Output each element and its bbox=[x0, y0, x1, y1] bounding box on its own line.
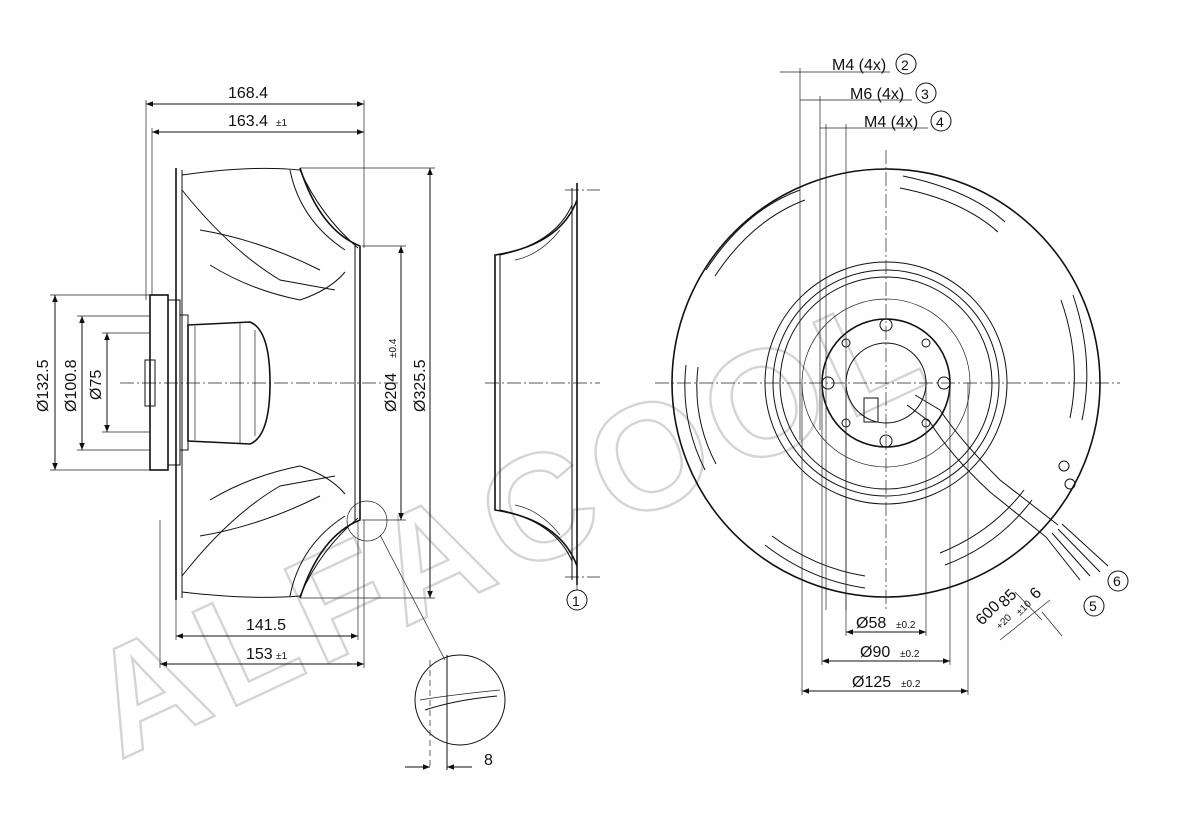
depth-153-tol: ±1 bbox=[276, 651, 287, 662]
detail-value-label: 8 bbox=[484, 752, 493, 769]
d90-label: Ø90 bbox=[860, 644, 890, 661]
d125-tol: ±0.2 bbox=[901, 679, 921, 690]
side-view: 168.4 163.4 ±1 Ø132.5 Ø100.8 Ø75 Ø204 ±0… bbox=[35, 85, 506, 770]
d325-label: Ø325.5 bbox=[412, 359, 429, 412]
d132-label: Ø132.5 bbox=[35, 359, 52, 412]
d204-label: Ø204 bbox=[383, 373, 400, 412]
m4-b-label: M4 (4x) bbox=[864, 114, 918, 131]
ref-2-label: 2 bbox=[901, 57, 909, 73]
inlet-ring: 1 bbox=[485, 183, 600, 611]
ref-3-label: 3 bbox=[921, 86, 929, 102]
d58-label: Ø58 bbox=[856, 615, 886, 632]
d125-label: Ø125 bbox=[852, 674, 891, 691]
ref-6-label: 6 bbox=[1113, 573, 1121, 589]
depth-label: 163.4 bbox=[228, 113, 268, 130]
ref-4-label: 4 bbox=[936, 114, 944, 130]
overall-depth-label: 168.4 bbox=[228, 85, 268, 102]
cable-6-label: 6 bbox=[1027, 584, 1045, 602]
depth-141-label: 141.5 bbox=[246, 617, 286, 634]
ref-5-label: 5 bbox=[1089, 598, 1097, 614]
d58-tol: ±0.2 bbox=[896, 620, 916, 631]
d100-label: Ø100.8 bbox=[63, 359, 80, 412]
depth-tol: ±1 bbox=[276, 118, 287, 129]
d75-label: Ø75 bbox=[88, 370, 105, 400]
d90-tol: ±0.2 bbox=[900, 649, 920, 660]
depth-153-label: 153 bbox=[246, 646, 273, 663]
m4-a-label: M4 (4x) bbox=[832, 57, 886, 74]
m6-label: M6 (4x) bbox=[850, 86, 904, 103]
ref-1-label: 1 bbox=[572, 593, 580, 609]
d204-tol: ±0.4 bbox=[388, 338, 399, 358]
